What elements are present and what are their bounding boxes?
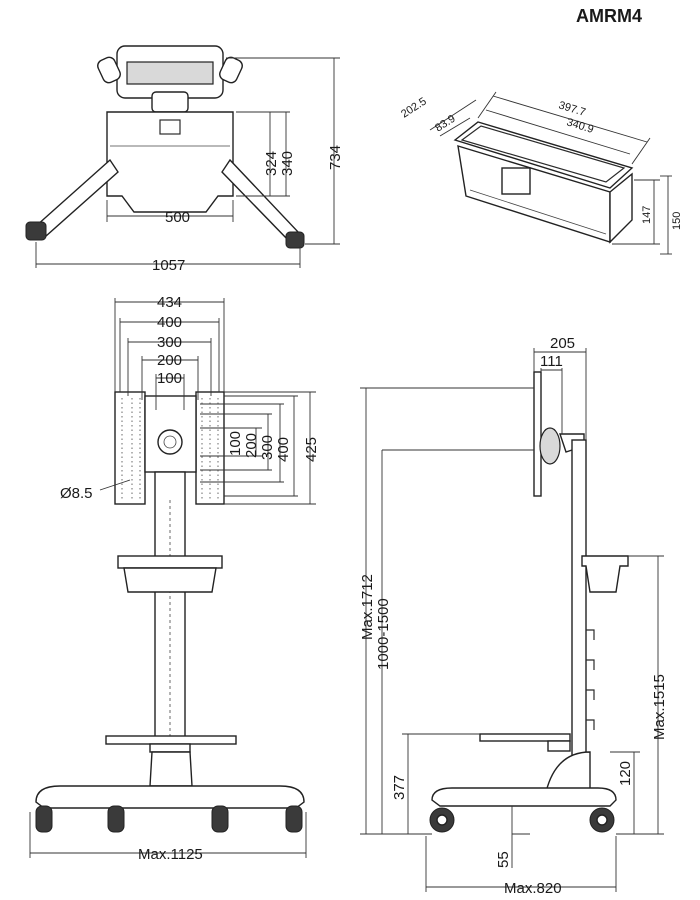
front-basket-rim <box>117 555 223 569</box>
dim-vesa-h300: 300 <box>259 435 276 460</box>
dim-height-range: 1000-1500 <box>375 598 392 670</box>
front-vesa-hub <box>157 429 183 455</box>
dim-max-height: Max.1712 <box>359 574 376 640</box>
dim-basket-outer-height: 150 <box>671 212 683 230</box>
dim-base-depth: Max.820 <box>504 880 562 897</box>
top-left-caster <box>25 221 47 241</box>
dim-ground-clearance: 55 <box>495 851 512 868</box>
dim-basket-outer-width: 202.5 <box>399 95 429 120</box>
dim-basket-inner-length: 340.9 <box>565 116 595 136</box>
dim-vesa-h425: 425 <box>303 437 320 462</box>
dim-vesa-h200: 200 <box>243 433 260 458</box>
top-shelf-bracket <box>159 119 181 135</box>
side-tilt-hub <box>539 427 561 465</box>
side-basket <box>581 555 629 593</box>
basket-rim <box>453 121 634 189</box>
side-base <box>431 787 617 807</box>
front-caster-1 <box>35 805 53 833</box>
side-shelf <box>479 733 571 742</box>
top-right-caster <box>285 231 305 249</box>
dim-340: 340 <box>279 151 296 176</box>
dim-vesa-200: 200 <box>157 352 182 369</box>
dim-base-width: Max.1125 <box>138 846 203 863</box>
front-caster-2 <box>107 805 125 833</box>
dim-shelf-width: 500 <box>165 209 190 226</box>
top-view: 1057 500 324 340 734 <box>25 45 344 274</box>
dim-basket-outer-length: 397.7 <box>557 99 587 119</box>
front-panel-holes <box>121 398 219 500</box>
basket-side-wall <box>609 172 633 244</box>
dim-hole-diameter: Ø8.5 <box>60 485 93 502</box>
side-column <box>571 439 587 791</box>
front-basket <box>123 567 217 593</box>
dim-basket-inner-width: 83.9 <box>433 113 458 135</box>
dim-vesa-h100: 100 <box>227 431 244 456</box>
side-view: 205 111 Max.1712 1000-1500 377 Max.1515 … <box>359 335 668 897</box>
dim-vesa-400: 400 <box>157 314 182 331</box>
basket-view: 397.7 340.9 202.5 83.9 147 150 <box>399 91 683 255</box>
dim-vesa-434: 434 <box>157 294 182 311</box>
front-caster-3 <box>211 805 229 833</box>
front-shelf <box>105 735 237 745</box>
dim-caster-height: 120 <box>617 761 634 786</box>
top-monitor-screen <box>126 61 214 85</box>
dim-vesa-h400: 400 <box>275 437 292 462</box>
top-left-leg <box>34 158 119 237</box>
dim-basket-height: Max.1515 <box>651 674 668 740</box>
dim-shelf-height: 377 <box>391 775 408 800</box>
front-left-panel <box>114 391 146 505</box>
front-base <box>35 785 305 809</box>
top-left-clamp <box>97 56 121 84</box>
front-view: 434 400 300 200 100 100 200 300 400 <box>29 294 320 863</box>
top-mount-block <box>151 91 189 113</box>
dim-basket-inner-height: 147 <box>641 206 653 224</box>
side-base-cover <box>545 751 591 793</box>
front-base-cover <box>149 751 193 787</box>
front-caster-4 <box>285 805 303 833</box>
dim-bracket-depth: 205 <box>550 335 575 352</box>
dim-depth: 734 <box>327 145 344 170</box>
side-cable-hooks <box>586 629 595 730</box>
dim-bracket-inner: 111 <box>540 353 563 370</box>
dim-overall-width: 1057 <box>152 257 185 274</box>
dim-vesa-100: 100 <box>157 370 182 387</box>
top-shelf <box>106 111 234 213</box>
top-right-clamp <box>219 56 243 84</box>
basket-hanger <box>501 167 531 195</box>
side-monitor-plate <box>533 371 542 497</box>
dim-vesa-300: 300 <box>157 334 182 351</box>
model-label: AMRM4 <box>576 6 642 26</box>
dim-324: 324 <box>263 151 280 176</box>
